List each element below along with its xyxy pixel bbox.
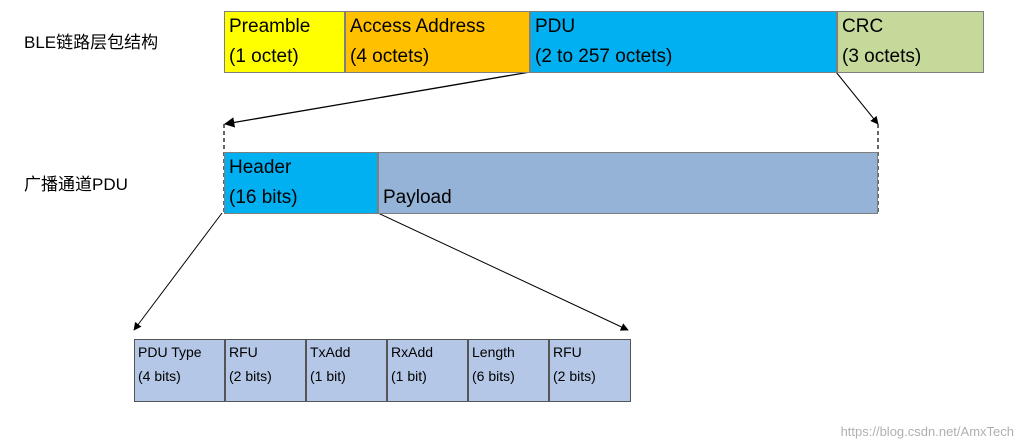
- header-field-rfu-2: RFU (2 bits): [549, 339, 631, 402]
- header-left-arrow: [133, 212, 223, 331]
- field-size: (2 bits): [229, 368, 272, 384]
- field-size: (3 octets): [842, 46, 922, 67]
- watermark: https://blog.csdn.net/AmxTech: [840, 424, 1014, 439]
- field-name: Header: [229, 157, 292, 178]
- field-name: Access Address: [350, 16, 486, 37]
- field-size: (4 octets): [350, 46, 430, 67]
- header-field-rfu-1: RFU (2 bits): [225, 339, 306, 402]
- field-size: Payload: [383, 187, 452, 208]
- field-name: PDU Type: [138, 344, 202, 360]
- header-field-pdu-type: PDU Type (4 bits): [134, 339, 225, 402]
- field-name: RxAdd: [391, 344, 434, 360]
- header-right-arrow: [377, 212, 629, 331]
- field-name: RFU: [229, 344, 258, 360]
- pdu-field-payload: Payload: [378, 152, 878, 214]
- field-name: Preamble: [229, 16, 311, 37]
- header-field-length: Length (6 bits): [468, 339, 549, 402]
- packet-field-preamble: Preamble (1 octet): [224, 11, 345, 73]
- field-size: (6 bits): [472, 368, 515, 384]
- pdu-left-arrow: [223, 71, 531, 128]
- packet-field-access-address: Access Address (4 octets): [345, 11, 530, 73]
- field-name: TxAdd: [310, 344, 351, 360]
- field-name: [383, 153, 877, 183]
- packet-field-pdu: PDU (2 to 257 octets): [530, 11, 837, 73]
- pdu-field-header: Header (16 bits): [224, 152, 378, 214]
- field-size: (1 bit): [391, 368, 427, 384]
- field-size: (1 octet): [229, 46, 299, 67]
- field-size: (2 bits): [553, 368, 596, 384]
- header-field-txadd: TxAdd (1 bit): [306, 339, 387, 402]
- field-size: (2 to 257 octets): [535, 46, 673, 67]
- field-size: (4 bits): [138, 368, 181, 384]
- packet-field-crc: CRC (3 octets): [837, 11, 984, 73]
- field-size: (16 bits): [229, 187, 298, 208]
- field-name: CRC: [842, 16, 884, 37]
- field-name: PDU: [535, 16, 576, 37]
- field-name: RFU: [553, 344, 582, 360]
- pdu-right-arrow: [835, 71, 879, 125]
- ble-packet-label: BLE链路层包结构: [24, 33, 159, 52]
- field-name: Length: [472, 344, 515, 360]
- adv-pdu-label: 广播通道PDU: [24, 175, 128, 194]
- header-field-rxadd: RxAdd (1 bit): [387, 339, 468, 402]
- field-size: (1 bit): [310, 368, 346, 384]
